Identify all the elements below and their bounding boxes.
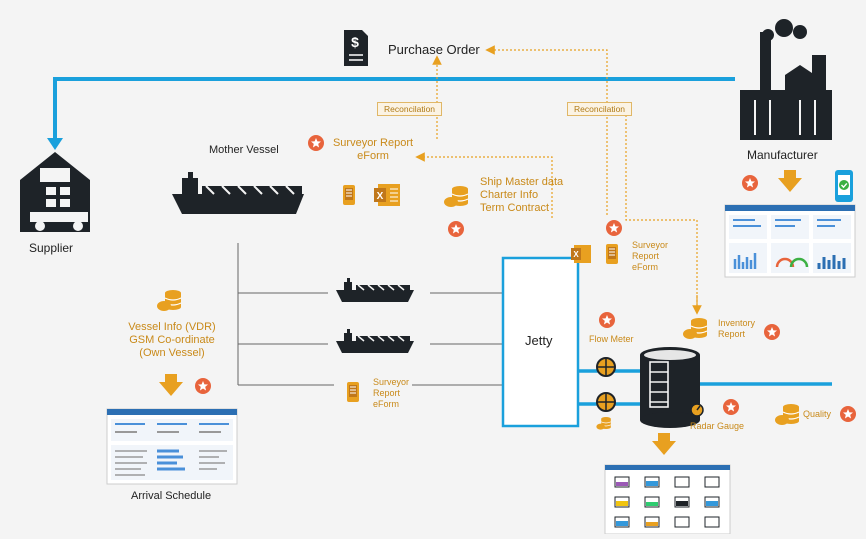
star-badge-icon — [840, 406, 856, 422]
ship-master-line1: Ship Master data — [480, 176, 564, 188]
manufacturer-label: Manufacturer — [747, 148, 818, 162]
database-cloud-icon — [682, 317, 708, 340]
pipes — [578, 369, 832, 406]
ship-master-line2: Charter Info — [480, 189, 539, 201]
dashboard-thumbnail — [724, 204, 856, 278]
phone-check-icon — [835, 170, 853, 202]
ship-master-label: Ship Master data Charter Info Term Contr… — [480, 176, 563, 215]
star-badge-icon — [448, 221, 464, 237]
svg-text:$: $ — [351, 34, 359, 50]
svg-text:X: X — [573, 250, 579, 259]
star-badge-icon — [195, 378, 211, 394]
purchase-order-label: Purchase Order — [388, 42, 480, 57]
mobile-form-icon — [346, 381, 360, 403]
vessel-info-line1: Vessel Info (VDR) — [128, 321, 216, 333]
barge-icon — [335, 328, 415, 354]
jetty-box[interactable] — [501, 256, 580, 428]
barge-to-jetty-lines — [412, 292, 503, 386]
star-badge-icon — [764, 324, 780, 340]
supply-line — [53, 77, 735, 138]
star-badge-icon — [723, 399, 739, 415]
surveyor-jetty-label: Surveyor Report eForm — [632, 240, 668, 273]
surveyor-bottom-line3: eForm — [373, 399, 400, 409]
surveyor-bottom-line2: Report — [373, 388, 401, 398]
jetty-label: Jetty — [525, 333, 553, 348]
star-badge-icon — [606, 220, 622, 236]
vessel-branch-lines — [237, 243, 334, 386]
surveyor-report-top-line1: Surveyor Report — [332, 137, 414, 149]
star-badge-icon — [599, 312, 615, 328]
database-cloud-icon — [774, 403, 800, 426]
mother-vessel-label: Mother Vessel — [209, 144, 279, 156]
surveyor-bottom-line1: Surveyor — [373, 377, 410, 387]
reconcilation-label-left: Reconcilation — [377, 102, 443, 116]
surveyor-jetty-line1: Surveyor — [632, 240, 669, 250]
database-cloud-icon — [156, 289, 182, 312]
storage-tank-icon — [640, 347, 700, 428]
ship-master-line3: Term Contract — [480, 202, 550, 214]
warehouse-truck-icon — [20, 152, 90, 232]
database-cloud-icon — [443, 185, 469, 208]
surveyor-to-report-line — [415, 152, 553, 218]
inventory-line1: Inventory — [718, 318, 756, 328]
supply-arrow-head — [47, 138, 63, 150]
reconcilation-line-right — [485, 45, 608, 215]
supplier-label: Supplier — [29, 241, 74, 255]
vessel-info-label: Vessel Info (VDR) GSM Co-ordinate (Own V… — [112, 321, 232, 360]
down-arrow-icon — [159, 170, 802, 455]
vessel-info-line2: GSM Co-ordinate — [129, 334, 215, 346]
arrival-schedule-thumbnail — [106, 408, 238, 485]
flow-meter-icon — [596, 357, 616, 412]
star-badge-icon — [742, 175, 758, 191]
flow-meter-label: Flow Meter — [589, 334, 634, 344]
surveyor-report-top-label: Surveyor Report eForm — [330, 137, 416, 163]
reconcilation-label-right: Reconcilation — [567, 102, 633, 116]
mother-vessel-icon — [172, 172, 304, 214]
surveyor-jetty-line2: Report — [632, 251, 660, 261]
excel-icon: X — [374, 184, 400, 206]
vessel-info-line3: (Own Vessel) — [139, 347, 205, 359]
inventory-line2: Report — [718, 329, 746, 339]
document-dollar-icon: $ — [344, 30, 368, 66]
surveyor-report-top-line2: eForm — [357, 150, 389, 162]
radar-gauge-label: Radar Gauge — [690, 421, 745, 431]
barge-icon — [335, 277, 415, 303]
tank-dashboard-thumbnail — [604, 464, 731, 535]
arrival-schedule-label: Arrival Schedule — [131, 490, 212, 502]
surveyor-bottom-label: Surveyor Report eForm — [373, 377, 409, 410]
surveyor-jetty-line3: eForm — [632, 262, 659, 272]
quality-label: Quality — [803, 409, 832, 419]
star-badge-icon — [308, 135, 324, 151]
mobile-form-icon — [342, 184, 356, 206]
svg-text:X: X — [377, 191, 384, 202]
inventory-line — [625, 108, 698, 310]
factory-icon — [740, 19, 832, 140]
inventory-report-label: Inventory Report — [718, 318, 755, 340]
excel-icon: X — [571, 245, 591, 263]
database-cloud-icon — [596, 416, 612, 430]
radar-gauge-icon — [690, 403, 704, 417]
mobile-form-icon — [605, 243, 619, 265]
